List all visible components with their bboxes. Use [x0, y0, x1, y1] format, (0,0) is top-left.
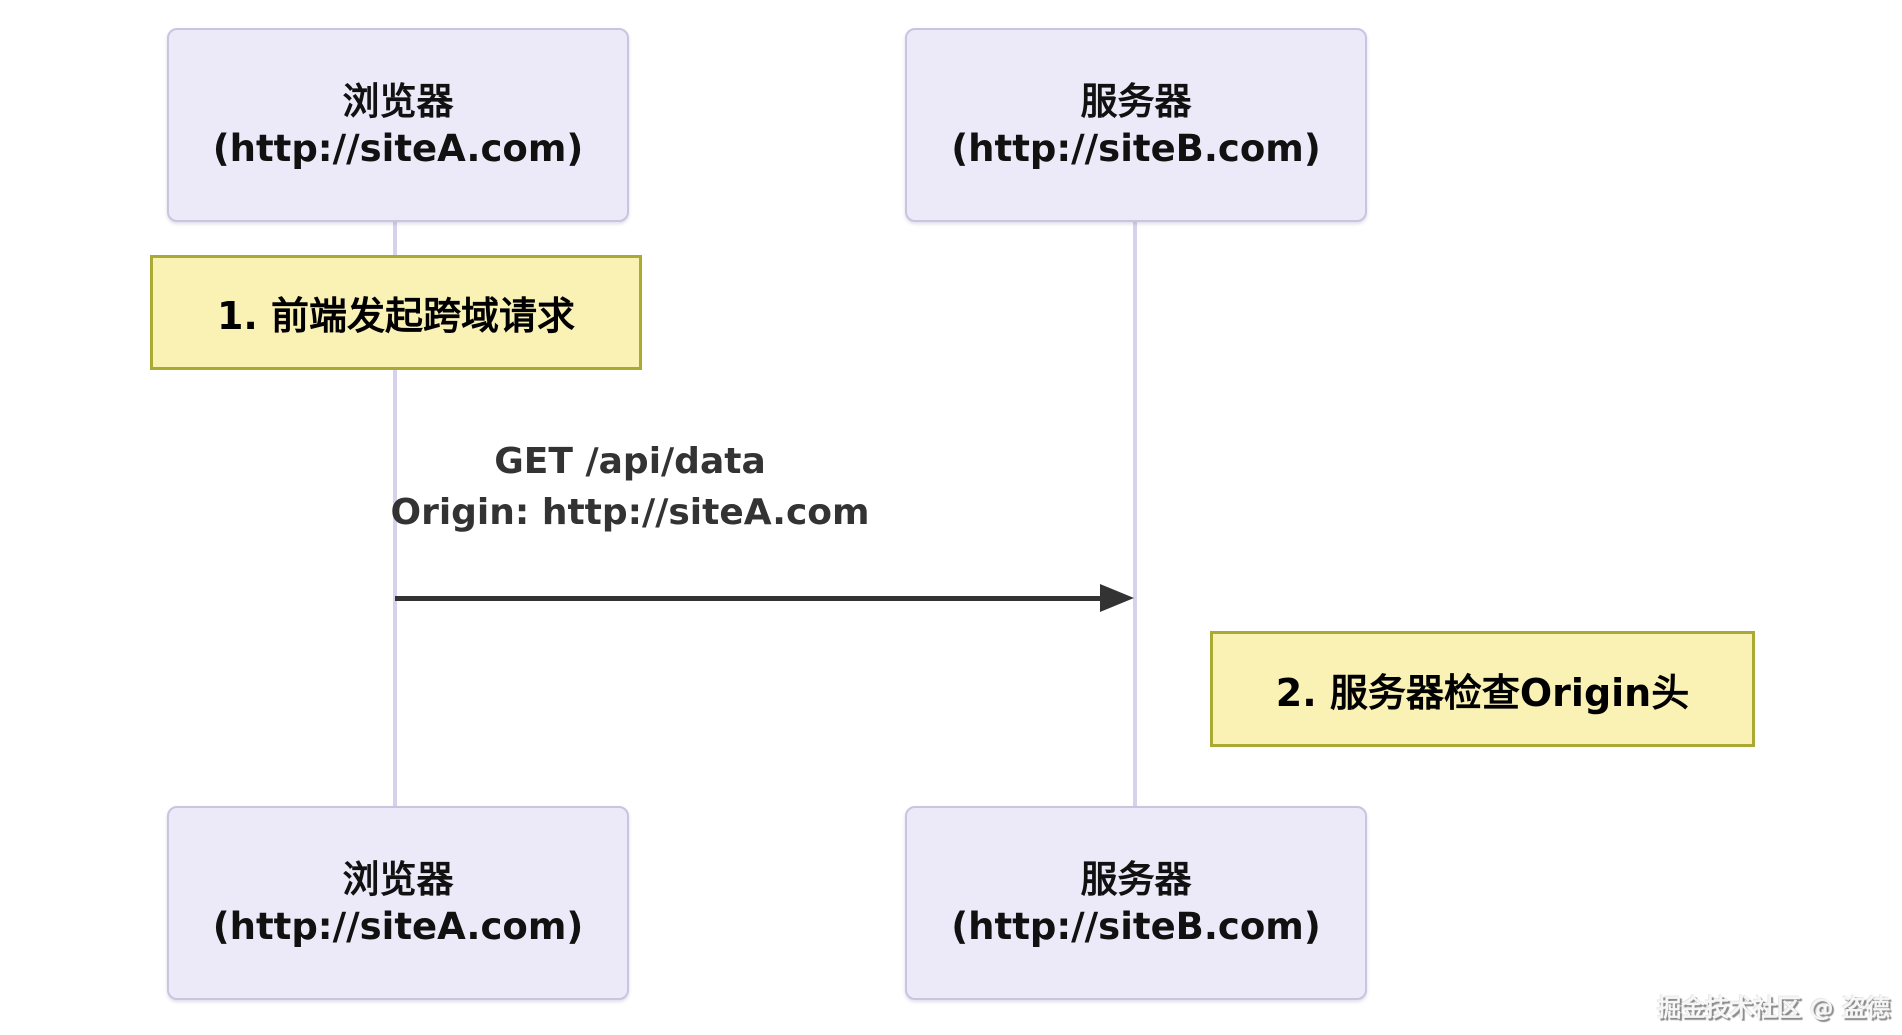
request-arrow-line: [395, 596, 1110, 601]
server-lifeline: [1133, 222, 1137, 808]
actor-browser-name: 浏览器: [342, 80, 454, 123]
note-cross-origin-request: 1. 前端发起跨域请求: [150, 255, 642, 370]
request-message-label: GET /api/data Origin: http://siteA.com: [260, 436, 1000, 538]
actor-server-name: 服务器: [1080, 80, 1192, 123]
note-server-checks-origin: 2. 服务器检查Origin头: [1210, 631, 1755, 747]
actor-server-top: 服务器 (http://siteB.com): [905, 28, 1367, 222]
actor-browser-bottom: 浏览器 (http://siteA.com): [167, 806, 629, 1000]
browser-lifeline: [393, 222, 397, 808]
actor-server-origin: (http://siteB.com): [951, 127, 1321, 170]
request-arrowhead-icon: [1100, 584, 1134, 612]
actor-server-bottom: 服务器 (http://siteB.com): [905, 806, 1367, 1000]
actor-server-name: 服务器: [1080, 858, 1192, 901]
actor-browser-name: 浏览器: [342, 858, 454, 901]
actor-browser-origin: (http://siteA.com): [212, 905, 584, 948]
note-step1-label: 1. 前端发起跨域请求: [216, 294, 576, 338]
request-origin-line: Origin: http://siteA.com: [390, 492, 870, 533]
note-step2-label: 2. 服务器检查Origin头: [1275, 670, 1690, 715]
actor-browser-origin: (http://siteA.com): [212, 127, 584, 170]
actor-server-origin: (http://siteB.com): [951, 905, 1321, 948]
actor-browser-top: 浏览器 (http://siteA.com): [167, 28, 629, 222]
request-method-line: GET /api/data: [494, 441, 766, 482]
watermark-text: 掘金技术社区 @ 盗德: [1657, 994, 1890, 1022]
